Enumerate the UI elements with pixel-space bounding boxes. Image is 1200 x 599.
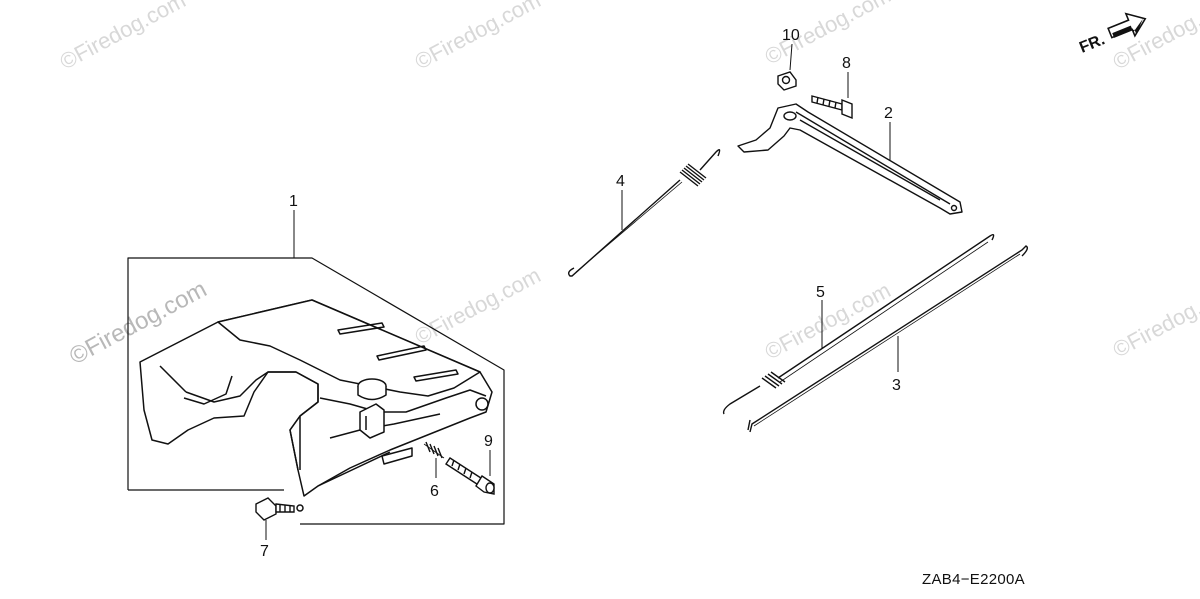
watermark: ©Firedog.com xyxy=(411,0,545,74)
watermark: ©Firedog.com xyxy=(761,277,895,364)
watermark: ©Firedog.com xyxy=(1109,0,1200,74)
callout-5: 5 xyxy=(816,284,825,301)
callout-10: 10 xyxy=(782,27,800,44)
rod-part-3 xyxy=(747,245,1029,433)
assembly-bracket xyxy=(127,257,505,525)
arrow-right-icon xyxy=(1107,12,1147,39)
callout-labels: 1 2 3 4 5 6 7 8 9 10 xyxy=(260,27,901,560)
callout-2: 2 xyxy=(884,105,893,122)
watermark: ©Firedog.com xyxy=(761,0,895,69)
callout-7: 7 xyxy=(260,543,269,560)
callout-9: 9 xyxy=(484,433,493,450)
bolt-part-8 xyxy=(811,72,853,120)
cover-part xyxy=(127,257,505,525)
nut-part xyxy=(777,43,797,91)
watermark-layer: ©Firedog.com ©Firedog.com ©Firedog.com ©… xyxy=(56,0,1200,370)
callout-8: 8 xyxy=(842,55,851,72)
callout-4: 4 xyxy=(616,173,625,190)
callout-6: 6 xyxy=(430,483,439,500)
callout-3: 3 xyxy=(892,377,901,394)
diagram-code: ZAB4−E2200A xyxy=(922,571,1025,588)
bolt-part-9 xyxy=(445,450,495,495)
direction-label: FR. xyxy=(1077,31,1107,56)
watermark: ©Firedog.com xyxy=(56,0,190,74)
watermark: ©Firedog.com xyxy=(411,262,545,349)
spring-rod-part-4 xyxy=(567,149,721,277)
bolt-part-7 xyxy=(255,497,295,540)
watermark: ©Firedog.com xyxy=(1109,275,1200,362)
spring-part xyxy=(423,441,445,478)
leader-10 xyxy=(789,43,793,71)
lever-arm-part xyxy=(737,103,963,215)
callout-1: 1 xyxy=(289,193,298,210)
spring-rod-part-5 xyxy=(722,233,995,415)
